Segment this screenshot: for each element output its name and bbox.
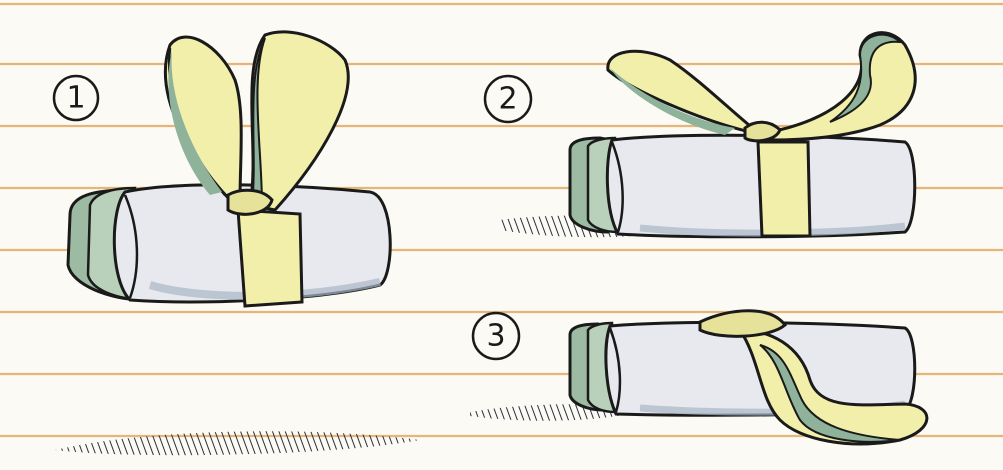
step-3-number: 3: [486, 319, 505, 354]
step-2-ribbon-band: [758, 142, 810, 236]
step-1-number: 1: [66, 81, 85, 116]
step-1-ribbon-band: [238, 210, 302, 306]
step-2-number: 2: [498, 82, 517, 117]
